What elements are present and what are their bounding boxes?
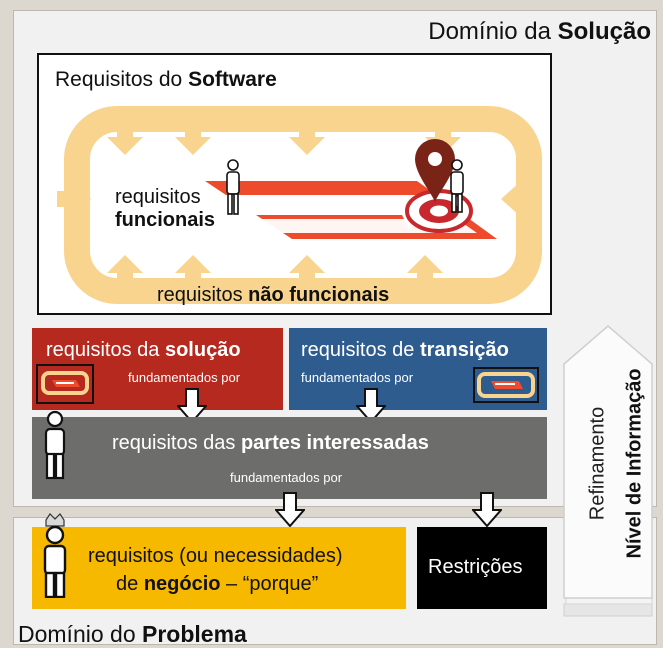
stakeholder-requirements-prefix: requisitos das: [112, 432, 241, 454]
functional-requirements-label: requisitos funcionais: [115, 186, 215, 232]
solution-domain-bold: Solução: [557, 18, 651, 45]
business-requirements-label: requisitos (ou necessidades) de negócio …: [88, 542, 343, 598]
transition-requirements-bold: transição: [419, 339, 509, 361]
side-axis-labels: Refinamento Nível de Informação: [571, 352, 647, 582]
transition-requirements-note: fundamentados por: [301, 370, 414, 385]
software-requirements-graphic: [57, 106, 542, 304]
person-icon-stakeholder: [44, 410, 66, 480]
problem-domain-prefix: Domínio do: [18, 621, 143, 647]
bottom-inward-arrows: [107, 255, 443, 285]
functional-line2: funcionais: [115, 209, 216, 231]
business-line1: requisitos (ou necessidades): [88, 545, 343, 567]
arrow-solution-to-stakeholder: [177, 388, 207, 424]
solution-domain-title: Domínio da Solução: [428, 18, 651, 46]
software-requirements-prefix: Requisitos do: [55, 68, 189, 91]
business-line2-post: – “porque”: [220, 573, 319, 595]
solution-domain-prefix: Domínio da: [428, 18, 558, 45]
arrow-stakeholder-to-restrictions: [472, 492, 502, 528]
transition-mini-diagram-icon: [473, 367, 539, 403]
business-line2-pre: de: [116, 573, 144, 595]
location-pin-icon: [415, 139, 455, 203]
solution-requirements-note: fundamentados por: [128, 370, 241, 385]
crown-icon: [45, 513, 65, 527]
functional-line1: requisitos: [115, 186, 201, 208]
right-inward-arrow: [501, 181, 535, 217]
non-functional-bold: não funcionais: [248, 284, 390, 306]
business-line2-bold: negócio: [143, 573, 221, 595]
stakeholder-requirements-bold: partes interessadas: [240, 432, 429, 454]
arrow-transition-to-stakeholder: [356, 388, 386, 424]
business-requirements-box: [32, 527, 406, 609]
refinement-label: Refinamento: [586, 406, 609, 521]
solution-requirements-prefix: requisitos da: [46, 339, 165, 361]
information-level-label: Nível de Informação: [623, 368, 646, 559]
person-icon-business: [43, 513, 67, 598]
stakeholder-requirements-note: fundamentados por: [230, 470, 343, 485]
software-requirements-bold: Software: [188, 68, 277, 91]
arrow-stakeholder-to-business: [275, 492, 305, 528]
non-functional-requirements-label: requisitos não funcionais: [157, 284, 389, 307]
transition-requirements-title: requisitos de transição: [301, 339, 509, 362]
transition-requirements-prefix: requisitos de: [301, 339, 420, 361]
business-line2: de negócio – “porque”: [88, 570, 343, 598]
solution-requirements-title: requisitos da solução: [46, 339, 241, 362]
solution-requirements-bold: solução: [164, 339, 241, 361]
problem-domain-bold: Problema: [142, 621, 247, 647]
software-requirements-title: Requisitos do Software: [55, 68, 277, 92]
person-figure-target: [450, 159, 464, 213]
left-inward-arrow: [57, 181, 91, 217]
information-level-arrow: [563, 325, 653, 617]
restrictions-box: [417, 527, 547, 609]
stakeholder-requirements-box: [32, 417, 547, 499]
person-figure-small: [226, 159, 240, 215]
stacked-pages-base: [563, 597, 653, 617]
top-inward-arrows: [107, 125, 461, 155]
restrictions-label: Restrições: [428, 556, 523, 578]
non-functional-prefix: requisitos: [157, 284, 249, 306]
stakeholder-requirements-title: requisitos das partes interessadas: [112, 432, 429, 455]
solution-mini-diagram-icon: [36, 364, 94, 404]
problem-domain-title: Domínio do Problema: [18, 621, 247, 648]
